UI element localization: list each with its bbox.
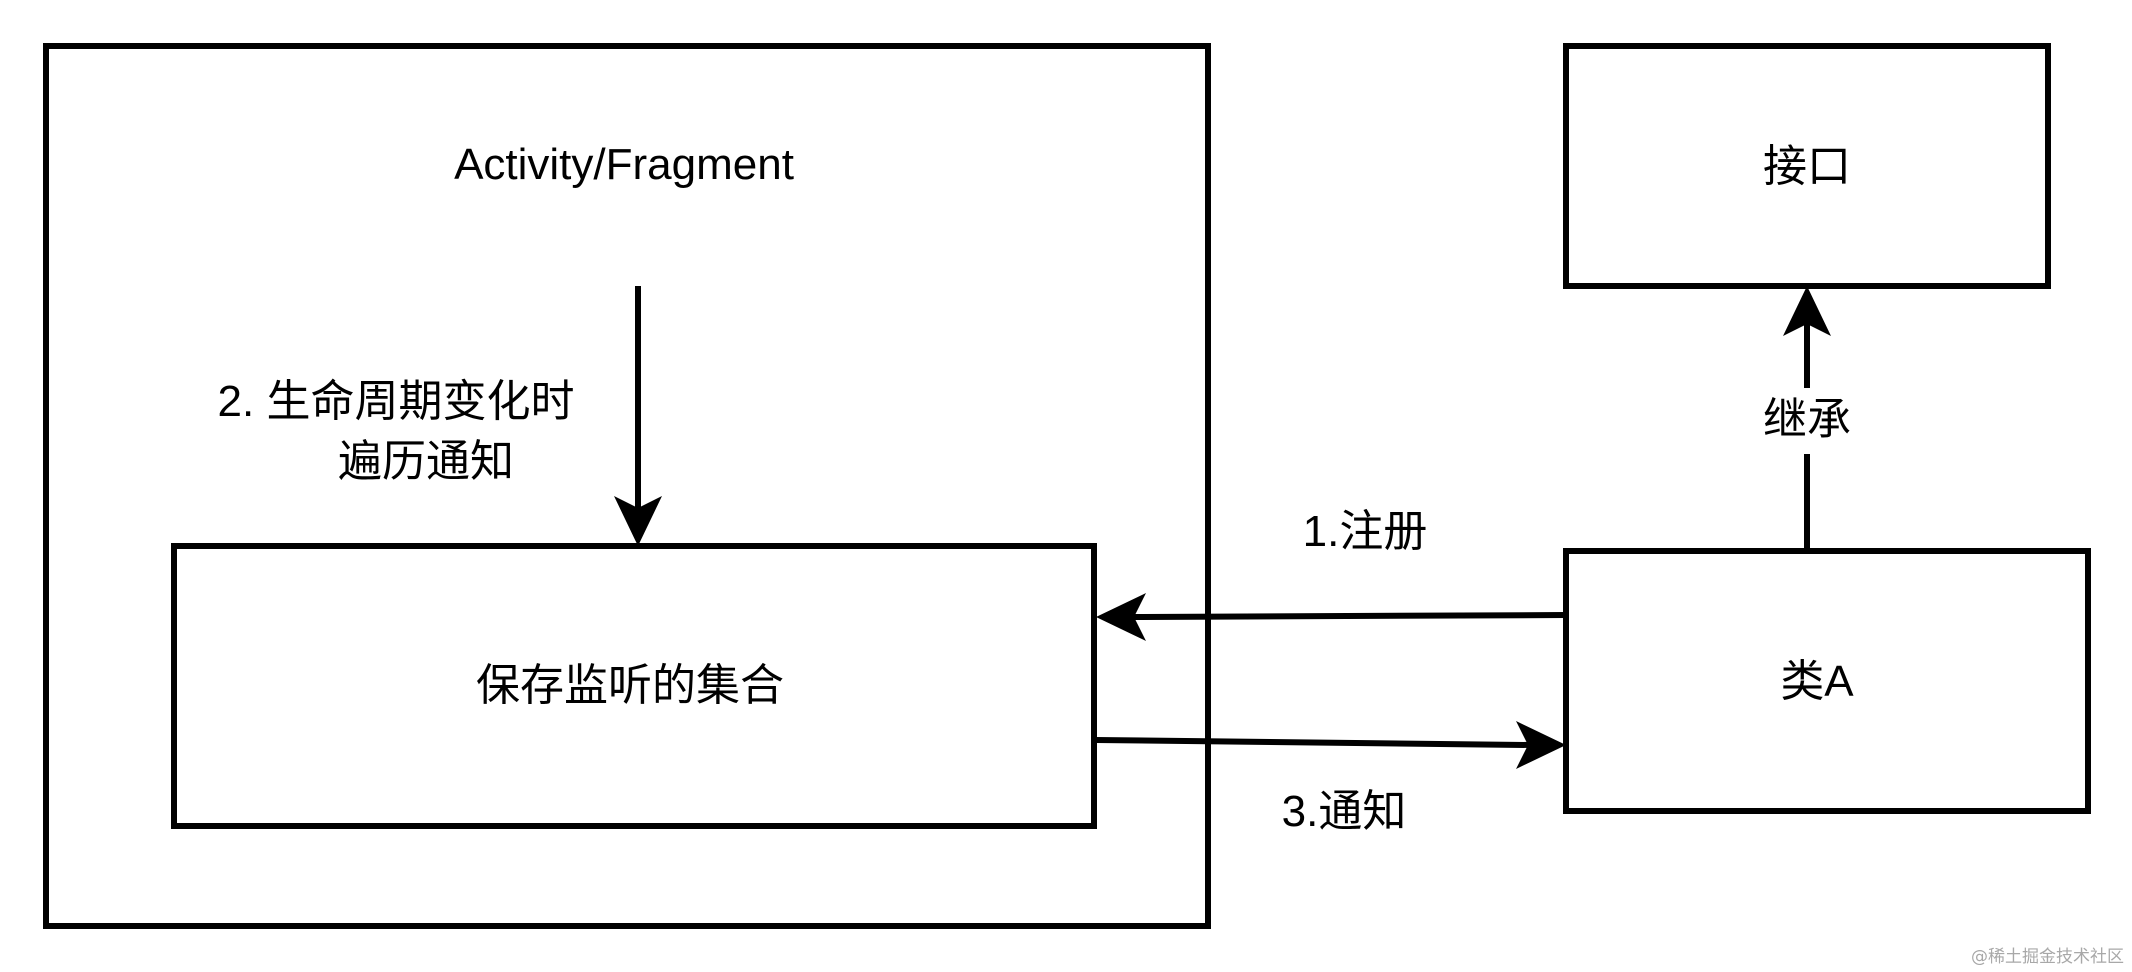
lifecycle-notify-edge[interactable]: 2. 生命周期变化时 遍历通知 (218, 286, 662, 546)
listener-collection-label: 保存监听的集合 (476, 661, 784, 710)
interface-box (1563, 43, 2051, 289)
register-arrowhead (1096, 593, 1146, 641)
interface-node[interactable]: 接口 (1563, 43, 2051, 289)
notify-line (1095, 737, 1531, 748)
notify-edge[interactable]: 3.通知 (1095, 721, 1566, 836)
interface-label: 接口 (1763, 142, 1851, 191)
inherit-label: 继承 (1763, 395, 1851, 444)
inherit-arrowhead (1783, 286, 1831, 336)
class-a-box (1563, 548, 2091, 814)
activity-fragment-label: Activity/Fragment (454, 140, 794, 189)
lifecycle-notify-label-line1: 2. 生命周期变化时 (218, 377, 575, 426)
listener-collection-box (171, 543, 1097, 829)
lifecycle-notify-arrowhead (614, 496, 662, 546)
register-label: 1.注册 (1303, 507, 1428, 556)
register-line (1131, 612, 1567, 620)
inherit-edge[interactable]: 继承 (1752, 286, 1862, 551)
notify-label: 3.通知 (1282, 787, 1407, 836)
inherit-label-background (1752, 388, 1862, 454)
register-edge[interactable]: 1.注册 (1096, 507, 1567, 641)
class-a-node[interactable]: 类A (1563, 548, 2091, 814)
listener-collection-node[interactable]: 保存监听的集合 (171, 543, 1097, 829)
lifecycle-notify-label-line2: 遍历通知 (338, 437, 514, 486)
class-a-label: 类A (1780, 657, 1854, 706)
notify-arrowhead (1516, 721, 1566, 769)
watermark-text: @稀土掘金技术社区 (1971, 947, 2124, 967)
